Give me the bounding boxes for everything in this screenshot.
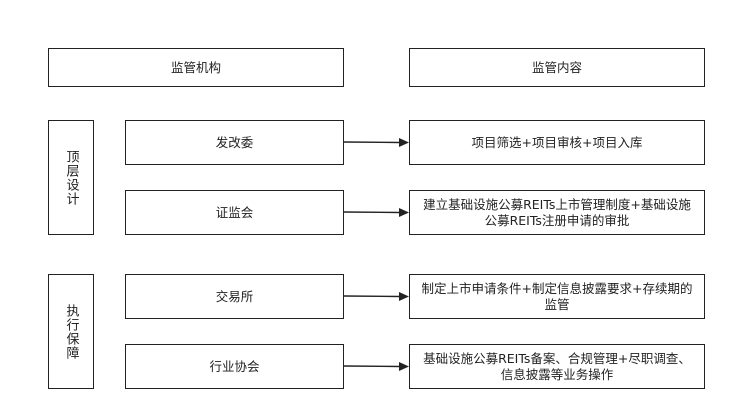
- content-ndrc-text: 项目筛选+项目审核+项目入库: [471, 134, 643, 150]
- agency-industry-association-label: 行业协会: [209, 358, 260, 374]
- header-agency: 监管机构: [48, 48, 344, 87]
- agency-ndrc: 发改委: [125, 120, 344, 165]
- content-exchange: 制定上市申请条件+制定信息披露要求+存续期的监管: [409, 274, 705, 319]
- group-top-level-design: 顶层设计: [48, 120, 94, 235]
- content-ndrc: 项目筛选+项目审核+项目入库: [409, 120, 705, 165]
- agency-exchange: 交易所: [125, 274, 344, 319]
- arrow-ndrc: [343, 141, 401, 144]
- group-top-level-design-label: 顶层设计: [63, 149, 79, 206]
- agency-csrc-label: 证监会: [215, 204, 254, 220]
- arrow-csrc: [343, 211, 401, 214]
- agency-exchange-label: 交易所: [215, 288, 254, 304]
- content-csrc: 建立基础设施公募REITs上市管理制度+基础设施公募REITs注册申请的审批: [409, 190, 705, 235]
- arrow-ndrc-head: [399, 138, 409, 147]
- group-execution-guarantee-label: 执行保障: [63, 303, 79, 360]
- content-industry-association-text: 基础设施公募REITs备案、合规管理+尽职调查、信息披露等业务操作: [423, 350, 691, 382]
- arrow-industry-association: [343, 365, 401, 368]
- group-execution-guarantee: 执行保障: [48, 274, 94, 389]
- agency-industry-association: 行业协会: [125, 344, 344, 389]
- arrow-industry-association-head: [399, 362, 409, 371]
- header-content-label: 监管内容: [531, 59, 582, 75]
- header-agency-label: 监管机构: [170, 59, 221, 75]
- arrow-csrc-head: [399, 208, 409, 217]
- agency-csrc: 证监会: [125, 190, 344, 235]
- content-industry-association: 基础设施公募REITs备案、合规管理+尽职调查、信息披露等业务操作: [409, 344, 705, 389]
- content-csrc-text: 建立基础设施公募REITs上市管理制度+基础设施公募REITs注册申请的审批: [423, 196, 691, 228]
- arrow-exchange: [343, 295, 401, 298]
- header-content: 监管内容: [409, 48, 705, 87]
- agency-ndrc-label: 发改委: [215, 134, 254, 150]
- arrow-exchange-head: [399, 292, 409, 301]
- content-exchange-text: 制定上市申请条件+制定信息披露要求+存续期的监管: [421, 280, 693, 312]
